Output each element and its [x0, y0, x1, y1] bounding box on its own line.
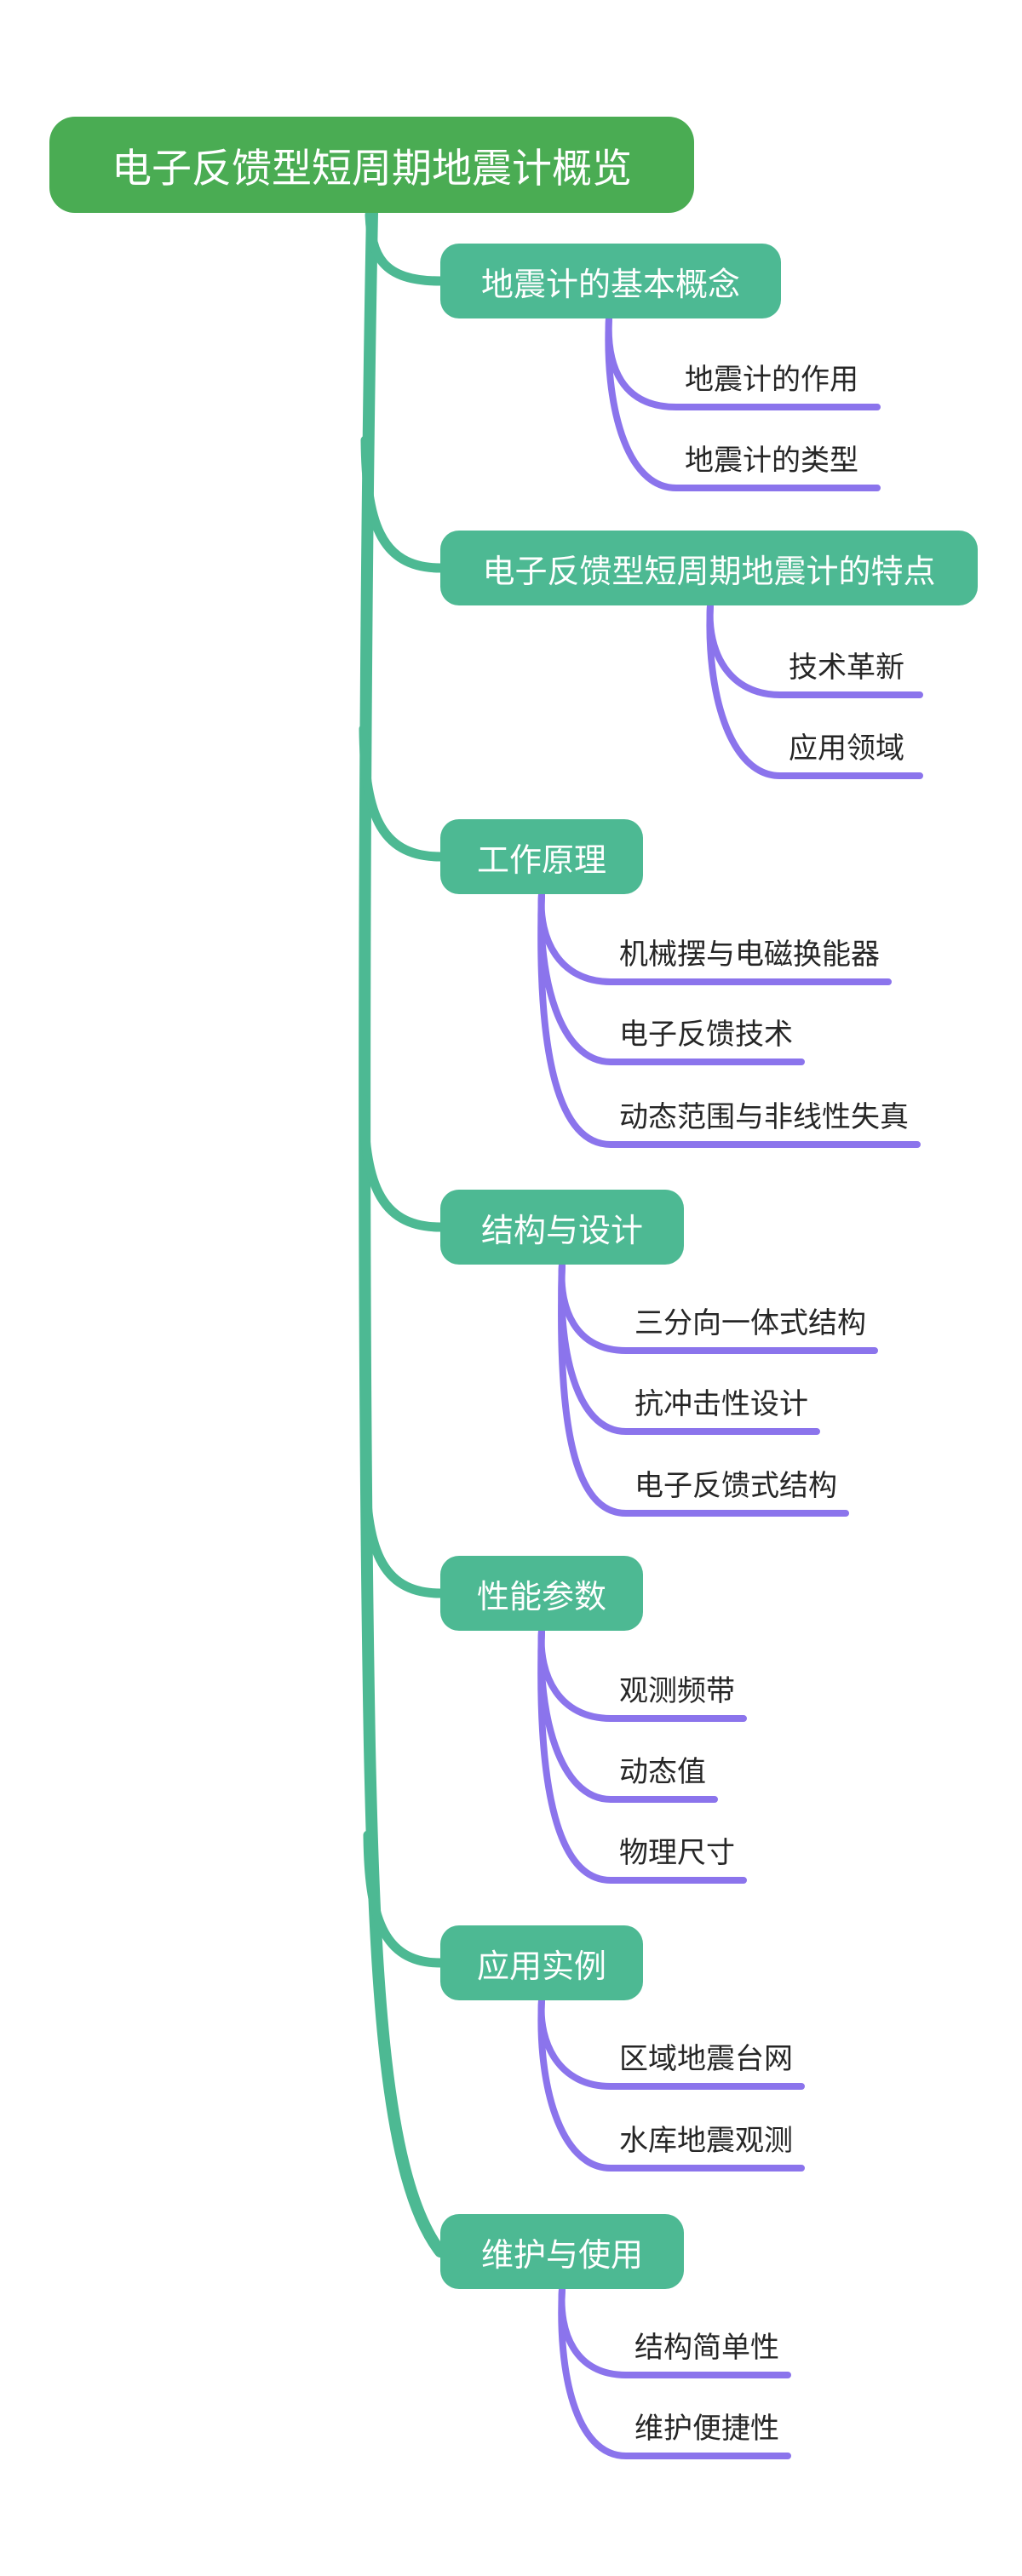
branch-node-applications[interactable]: 应用实例 [440, 1925, 643, 2000]
leaf-node[interactable]: 电子反馈技术 [619, 1018, 793, 1051]
leaf-connector-2-2 [706, 602, 923, 779]
leaf-node[interactable]: 维护便捷性 [634, 2412, 779, 2445]
branch-node-maintenance[interactable]: 维护与使用 [440, 2214, 684, 2289]
leaf-node[interactable]: 抗冲击性设计 [634, 1388, 808, 1420]
leaf-node[interactable]: 三分向一体式结构 [634, 1307, 866, 1340]
leaf-node[interactable]: 地震计的作用 [685, 364, 858, 396]
leaf-node[interactable]: 地震计的类型 [685, 445, 858, 477]
leaf-connector-7-2 [558, 2286, 791, 2459]
leaf-connector-3-3 [537, 891, 921, 1148]
leaf-node[interactable]: 区域地震台网 [619, 2043, 793, 2075]
leaf-node[interactable]: 电子反馈式结构 [634, 1470, 837, 1502]
leaf-node[interactable]: 物理尺寸 [619, 1837, 735, 1869]
leaf-connector-5-3 [537, 1627, 747, 1884]
branch-node-features[interactable]: 电子反馈型短周期地震计的特点 [440, 531, 978, 605]
branch-node-working-principle[interactable]: 工作原理 [440, 819, 643, 894]
leaf-node[interactable]: 动态值 [619, 1756, 706, 1788]
branch-connector-3 [359, 724, 445, 862]
leaf-node[interactable]: 结构简单性 [634, 2332, 779, 2364]
leaf-node[interactable]: 观测频带 [619, 1675, 735, 1707]
branch-connector-2 [360, 435, 445, 573]
leaf-node[interactable]: 机械摆与电磁换能器 [619, 938, 880, 971]
branch-connector-6 [363, 1830, 445, 1968]
leaf-connector-1-2 [605, 315, 881, 491]
branch-connector-1 [365, 209, 445, 286]
branch-node-performance[interactable]: 性能参数 [440, 1556, 643, 1631]
branch-connector-4 [359, 1094, 445, 1232]
leaf-connector-4-3 [558, 1261, 849, 1517]
leaf-node[interactable]: 应用领域 [789, 732, 904, 765]
leaf-connector-6-2 [537, 1997, 805, 2172]
branch-node-basic-concepts[interactable]: 地震计的基本概念 [440, 244, 781, 318]
leaf-node[interactable]: 技术革新 [789, 651, 904, 684]
branch-node-structure-design[interactable]: 结构与设计 [440, 1190, 684, 1265]
leaf-node[interactable]: 水库地震观测 [619, 2125, 793, 2157]
branch-connector-5 [360, 1460, 445, 1598]
leaf-node[interactable]: 动态范围与非线性失真 [619, 1101, 909, 1133]
root-node[interactable]: 电子反馈型短周期地震计概览 [49, 117, 694, 213]
